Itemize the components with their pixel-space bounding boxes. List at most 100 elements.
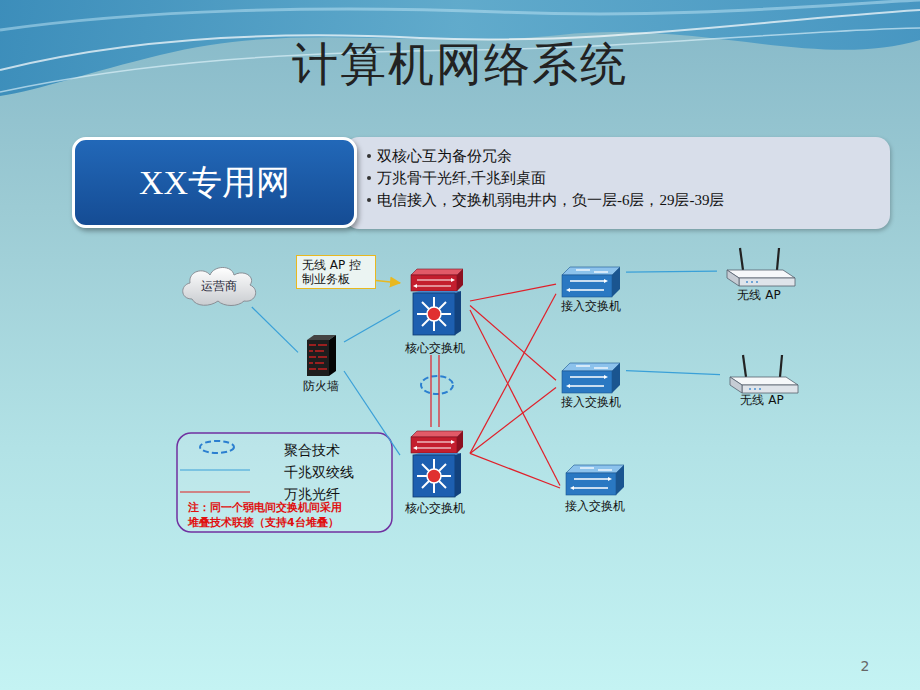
legend-sample: [180, 491, 250, 492]
callout-box: 无线 AP 控 制业务板: [296, 255, 376, 289]
graphic-part: [411, 269, 463, 275]
graphic-part: [570, 289, 604, 290]
graphic-part: [309, 345, 327, 369]
legend-frame: [177, 433, 392, 532]
bullet-dot: [367, 198, 371, 202]
graphic-part: [777, 248, 779, 270]
fw-icon: [304, 335, 339, 377]
graphic-part: [574, 487, 608, 488]
wave-line: [0, 0, 920, 30]
graphic-part: [739, 278, 795, 286]
access-icon: [562, 265, 620, 297]
graphic-part: [417, 285, 451, 286]
graphic-part: [411, 275, 457, 291]
device-label: 核心交换机: [390, 341, 480, 355]
device-label: 无线 AP: [710, 393, 814, 407]
graphic-part: [754, 388, 756, 390]
legend-text: 聚合技术: [284, 441, 340, 459]
graphic-part: [457, 269, 463, 291]
graphic-part: [309, 362, 313, 363]
fiber-link: [470, 453, 560, 488]
graphic-part: [612, 363, 620, 393]
device-label: 接入交换机: [546, 395, 636, 409]
graphic-part: [616, 465, 624, 495]
bullet-text: 万兆骨干光纤,千兆到桌面: [377, 167, 880, 189]
graphic-part: [749, 388, 761, 390]
graphic-part: [566, 473, 616, 495]
legend-text: 千兆双绞线: [284, 463, 354, 481]
graphic-part: [562, 267, 620, 275]
title-band: XX专用网: [72, 137, 357, 228]
fiber-link: [470, 294, 556, 454]
graphic-part: [743, 355, 746, 377]
device-label: 防火墙: [288, 379, 354, 393]
device-label: 接入交换机: [546, 299, 636, 313]
graphic-part: [570, 280, 604, 281]
graphic-part: [309, 350, 313, 351]
graphic-part: [413, 446, 417, 450]
graphic-part: [759, 388, 761, 390]
graphic-part: [574, 478, 608, 479]
core-switch: 核心交换机: [400, 427, 470, 515]
graphic-part: [562, 371, 612, 393]
bullet-dot: [367, 176, 371, 180]
graphic-part: [580, 467, 594, 468]
graphic-part: [740, 248, 743, 270]
graphic-part: [413, 455, 455, 497]
graphic-part: [604, 279, 608, 283]
access-switch: 接入交换机: [556, 361, 626, 409]
graphic-part: [566, 465, 624, 473]
bullet-row: 万兆骨干光纤,千兆到桌面: [377, 167, 880, 189]
callout-arrow: [376, 281, 400, 284]
graphic-part: [562, 363, 620, 371]
graphic-part: [749, 388, 751, 390]
graphic-part: [455, 291, 461, 335]
bullet-panel: 双核心互为备份冗余万兆骨干光纤,千兆到桌面电信接入，交换机弱电井内，负一层-6层…: [345, 137, 890, 229]
graphic-part: [570, 270, 608, 290]
graphic-part: [413, 284, 417, 288]
graphic-part: [746, 281, 758, 283]
bullet-text: 电信接入，交换机弱电井内，负一层-6层，29层-39层: [377, 189, 880, 211]
graphic-part: [417, 447, 451, 448]
graphic-part: [727, 270, 739, 286]
graphic-part: [411, 431, 463, 437]
legend-sample: [180, 469, 250, 470]
graphic-part: [427, 307, 441, 321]
graphic-part: [417, 441, 451, 442]
core-icon: [407, 265, 463, 337]
cloud-label: 运营商: [178, 279, 260, 293]
graphic-part: [427, 469, 441, 483]
graphic-part: [417, 297, 451, 331]
ap-icon: [721, 246, 797, 288]
copper-link: [344, 371, 400, 455]
top-wave: [0, 0, 920, 96]
copper-link: [252, 307, 298, 352]
graphic-part: [570, 366, 608, 386]
slide-title: 计算机网络系统: [0, 34, 920, 94]
copper-link: [626, 371, 720, 375]
wireless-ap: 无线 AP: [720, 353, 804, 407]
graphic-part: [309, 344, 316, 345]
graphic-part: [451, 278, 455, 282]
carrier-cloud: 运营商: [178, 263, 260, 307]
graphic-part: [570, 385, 604, 386]
graphic-part: [574, 468, 612, 488]
note-text: 注：同一个弱电间交换机间采用 堆叠技术联接（支持4台堆叠）: [188, 500, 350, 530]
graphic-part: [457, 431, 463, 453]
device-label: 接入交换机: [550, 499, 640, 513]
graphic-part: [570, 376, 604, 377]
graphic-part: [608, 477, 612, 481]
wireless-ap: 无线 AP: [717, 246, 801, 302]
bullet-text: 双核心互为备份冗余: [377, 145, 880, 167]
copper-link: [626, 271, 717, 272]
graphic-part: [576, 269, 590, 270]
graphic-part: [594, 367, 608, 368]
fiber-link: [431, 355, 439, 427]
graphic-part: [455, 453, 461, 497]
copper-link: [344, 310, 400, 342]
band-text: XX专用网: [139, 163, 290, 203]
graphic-part: [315, 350, 324, 351]
graphic-part: [598, 469, 612, 470]
bullet-dot: [367, 154, 371, 158]
